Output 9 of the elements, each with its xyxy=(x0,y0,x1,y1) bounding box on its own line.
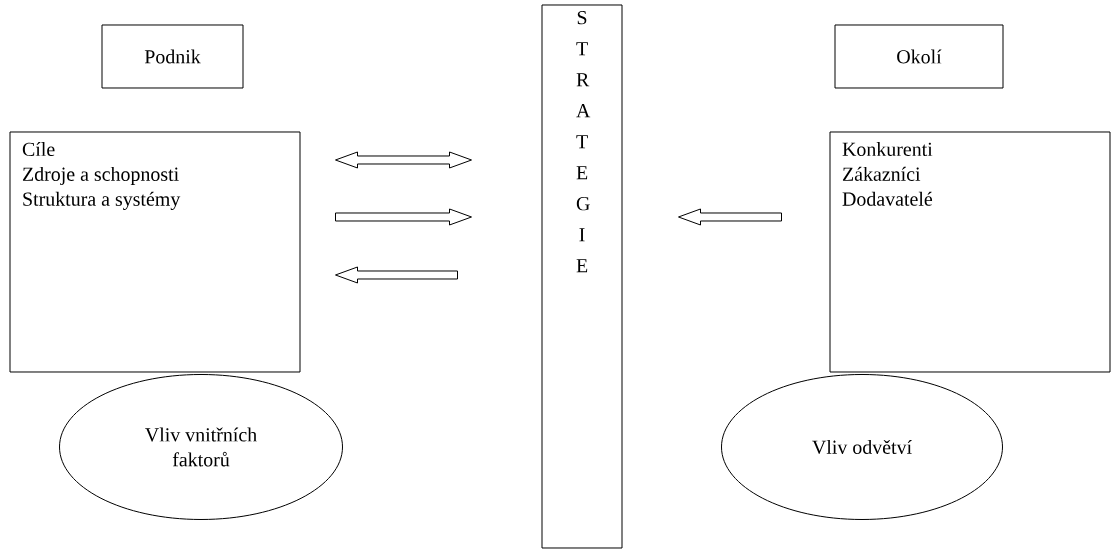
info-box: Cíle Zdroje a schopnosti Struktura a systémy xyxy=(9,131,301,373)
hollow-arrow xyxy=(335,151,472,169)
label-box: Podnik xyxy=(101,24,244,89)
hollow-arrow xyxy=(335,266,458,284)
label-box: Okolí xyxy=(834,24,1004,89)
hollow-arrow xyxy=(335,208,472,226)
hollow-arrow xyxy=(678,208,782,226)
strategy-column: S T R A T E G I E xyxy=(541,4,623,549)
info-box: Konkurenti Zákazníci Dodavatelé xyxy=(829,131,1111,373)
